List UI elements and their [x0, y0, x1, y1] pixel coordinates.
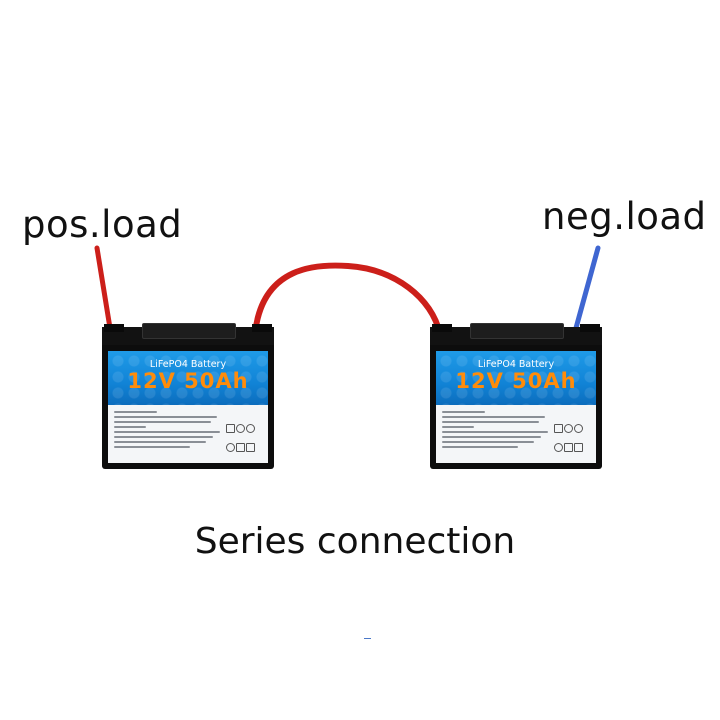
negative-load-label: neg.load — [542, 195, 707, 238]
battery-handle — [142, 323, 236, 339]
negative-load-wire — [573, 245, 601, 331]
battery-rating: 12V 50Ah — [127, 369, 249, 393]
certification-marks — [226, 421, 262, 459]
battery-rating: 12V 50Ah — [455, 369, 577, 393]
battery-handle — [470, 323, 564, 339]
battery-brand-band: LiFePO4 Battery 12V 50Ah — [436, 351, 596, 405]
series-link-wire — [252, 262, 443, 337]
battery-right: LiFePO4 Battery 12V 50Ah — [430, 323, 602, 469]
battery-label-panel: LiFePO4 Battery 12V 50Ah — [108, 351, 268, 463]
battery-left: LiFePO4 Battery 12V 50Ah — [102, 323, 274, 469]
battery-fine-print — [442, 411, 550, 451]
battery-brand-band: LiFePO4 Battery 12V 50Ah — [108, 351, 268, 405]
battery-brand: LiFePO4 Battery — [477, 359, 555, 370]
certification-marks — [554, 421, 590, 459]
battery-brand: LiFePO4 Battery — [149, 359, 227, 370]
positive-terminal — [104, 324, 124, 332]
battery-label-panel: LiFePO4 Battery 12V 50Ah — [436, 351, 596, 463]
stray-mark — [364, 638, 371, 639]
battery-case: LiFePO4 Battery 12V 50Ah — [430, 345, 602, 469]
negative-terminal — [252, 324, 272, 332]
battery-fine-print — [114, 411, 222, 451]
positive-load-label: pos.load — [22, 203, 183, 246]
negative-terminal — [580, 324, 600, 332]
positive-load-wire — [94, 245, 113, 331]
diagram-caption: Series connection — [194, 521, 516, 562]
battery-case: LiFePO4 Battery 12V 50Ah — [102, 345, 274, 469]
positive-terminal — [432, 324, 452, 332]
